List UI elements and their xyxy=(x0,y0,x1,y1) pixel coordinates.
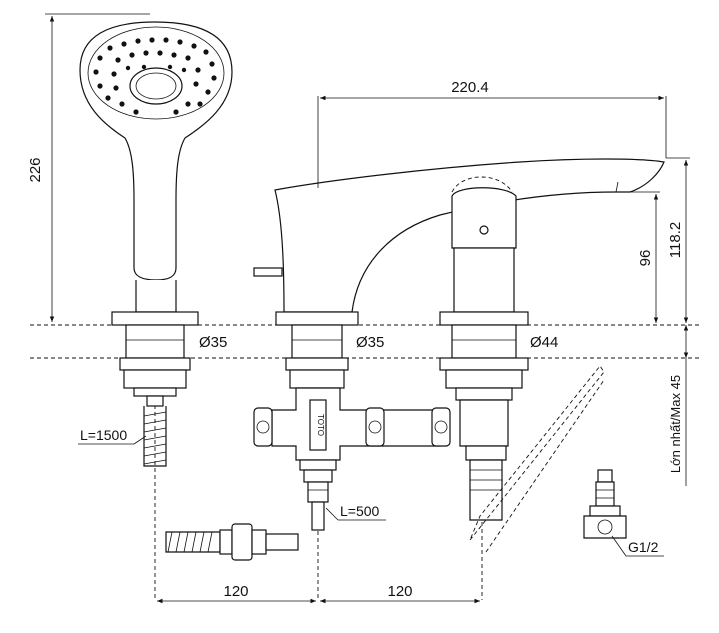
dim-220-4-label: 220.4 xyxy=(451,79,489,96)
dim-96: 96 xyxy=(616,191,660,323)
dim-spacing-left-label: 120 xyxy=(223,583,248,600)
dim-diameter-right: Ø44 xyxy=(530,334,558,351)
spout-assembly: TOTO xyxy=(253,158,665,531)
dim-diameters: Ø35 Ø35 Ø44 xyxy=(199,334,558,351)
dim-hose-lengths: L=1500 L=500 G1/2 xyxy=(78,427,664,557)
dim-max-45: Lớn nhất/Max 45 xyxy=(668,325,689,486)
handle-valve xyxy=(439,176,529,521)
dim-220-4: 220.4 xyxy=(317,79,667,188)
spray-holes xyxy=(93,37,217,115)
dim-diameter-mid: Ø35 xyxy=(356,334,384,351)
dim-226-label: 226 xyxy=(27,157,44,182)
hand-shower xyxy=(79,21,233,467)
dim-118-2-label: 118.2 xyxy=(667,222,684,258)
brand-mark: TOTO xyxy=(316,414,325,436)
dim-hose-1500-label: L=1500 xyxy=(80,427,127,443)
flex-hose xyxy=(469,365,627,553)
dim-226: 226 xyxy=(27,13,150,322)
dim-spacing: 120 120 xyxy=(157,583,480,604)
dim-max-45-label: Lớn nhất/Max 45 xyxy=(668,375,683,473)
dim-118-2: 118.2 xyxy=(666,157,690,323)
dim-96-label: 96 xyxy=(637,250,654,267)
dim-diameter-left: Ø35 xyxy=(199,334,227,351)
connector-fitting xyxy=(165,523,299,561)
dim-spacing-right-label: 120 xyxy=(387,583,412,600)
dim-thread-label: G1/2 xyxy=(628,539,659,555)
dim-hose-500-label: L=500 xyxy=(340,503,380,519)
